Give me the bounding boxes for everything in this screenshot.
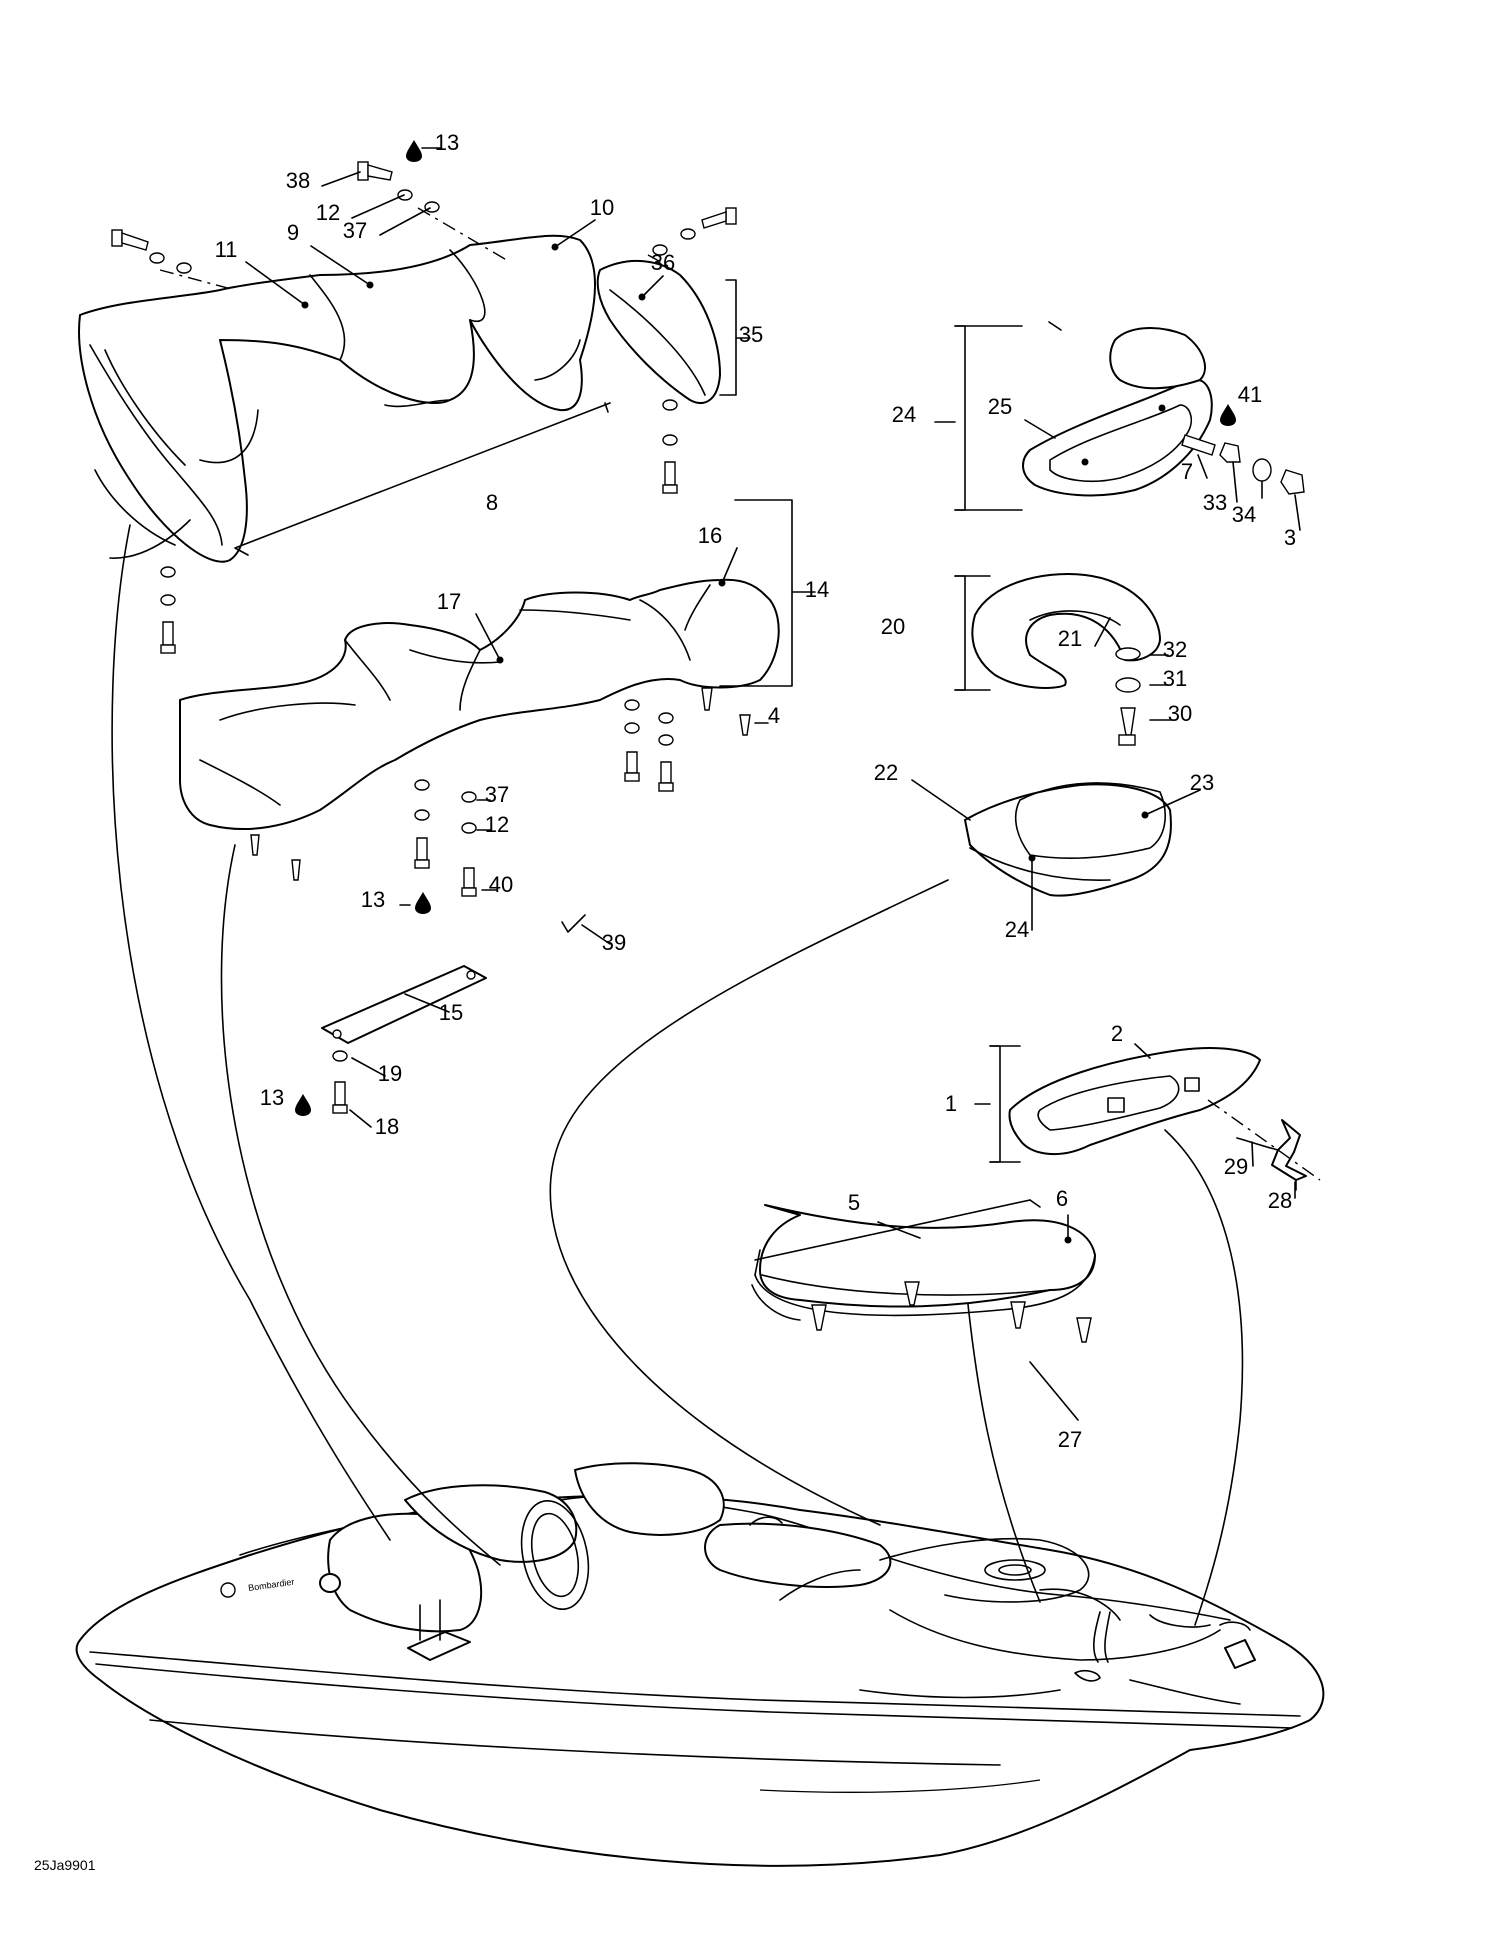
padded-seat [751, 1204, 1096, 1321]
callout-label: 41 [1238, 382, 1262, 407]
callout-label: 37 [343, 218, 367, 243]
bracket-lines [159, 207, 1041, 1261]
document-code: 25Ja9901 [34, 1857, 96, 1873]
callout-label: 15 [439, 1000, 463, 1025]
assembly-leaders [111, 524, 1244, 1626]
callout-label: 13 [435, 130, 459, 155]
callout-label: 11 [215, 237, 238, 262]
callout-label: 12 [316, 200, 340, 225]
callout-label: 8 [486, 490, 498, 515]
callout-label: 22 [874, 760, 898, 785]
callout-label: 7 [1181, 459, 1193, 484]
callout-label: 24 [892, 402, 916, 427]
callout-label: 24 [1005, 917, 1029, 942]
callout-label: 2 [1111, 1021, 1123, 1046]
callout-label: 6 [1056, 1186, 1068, 1211]
callout-label: 17 [437, 589, 461, 614]
callout-label: 28 [1268, 1188, 1292, 1213]
seat-cover-assembly [78, 234, 721, 563]
callout-label: 40 [489, 872, 513, 897]
callout-label: 13 [361, 887, 385, 912]
callout-label: 39 [602, 930, 626, 955]
callout-label: 35 [739, 322, 763, 347]
grab-handle-assembly [974, 1045, 1321, 1191]
backrest-assembly [934, 325, 1213, 511]
callout-label: 3 [1284, 525, 1296, 550]
callout-label: 29 [1224, 1154, 1248, 1179]
callout-label: 27 [1058, 1427, 1082, 1452]
storage-cushion [964, 782, 1172, 897]
callout-label: 23 [1190, 770, 1214, 795]
support-strap [321, 965, 487, 1044]
callout-label: 5 [848, 1190, 860, 1215]
sealant-drop-icon [295, 140, 1236, 1116]
callout-label: 36 [651, 250, 675, 275]
clip-39 [561, 914, 586, 933]
callout-label: 37 [485, 782, 509, 807]
reference-dots [301, 243, 1166, 1244]
callout-label: 33 [1203, 490, 1227, 515]
callout-label: 1 [945, 1091, 957, 1116]
boat-hull: Bombardier [75, 1462, 1325, 1867]
seat-base [179, 578, 780, 831]
callout-label: 9 [287, 220, 299, 245]
callout-label: 32 [1163, 637, 1187, 662]
hardware [111, 161, 1305, 1343]
callout-label: 31 [1163, 666, 1187, 691]
callout-label: 13 [260, 1085, 284, 1110]
callout-label: 34 [1232, 502, 1256, 527]
callout-leaders [245, 147, 1301, 1421]
callout-label: 18 [375, 1114, 399, 1139]
callout-label: 19 [378, 1061, 402, 1086]
callout-label: 10 [590, 195, 614, 220]
callout-label: 14 [805, 577, 829, 602]
callout-label: 20 [881, 614, 905, 639]
callout-label: 25 [988, 394, 1012, 419]
callout-label: 21 [1058, 626, 1082, 651]
callout-label: 30 [1168, 701, 1192, 726]
callout-label: 38 [286, 168, 310, 193]
callout-label: 12 [485, 812, 509, 837]
callout-label: 16 [698, 523, 722, 548]
callout-label: 4 [768, 703, 780, 728]
handle-assembly-20 [954, 573, 1161, 691]
